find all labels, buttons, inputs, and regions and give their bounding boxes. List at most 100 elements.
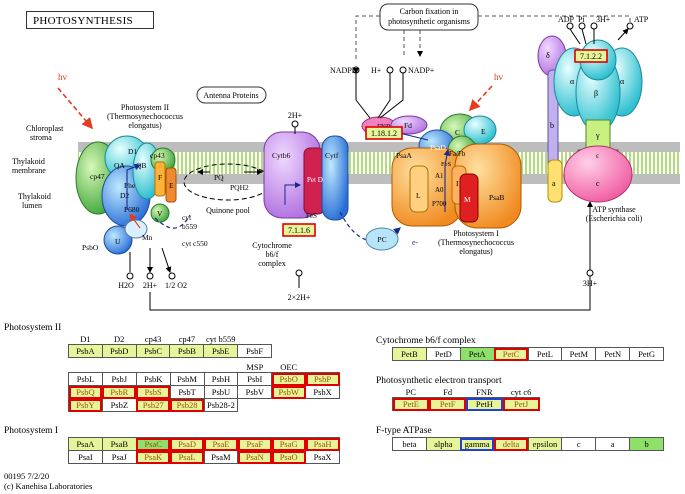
psii2-header-3: [170, 362, 204, 373]
gene-psbc[interactable]: PsbC: [135, 344, 171, 358]
gene-psbs[interactable]: PsbS: [135, 385, 171, 399]
gene-psbm[interactable]: PsbM: [169, 372, 205, 386]
atp-epsilon-label: ε: [596, 152, 599, 160]
gene-psaj[interactable]: PsaJ: [101, 450, 137, 464]
ec-7.1.1.6[interactable]: 7.1.1.6: [282, 223, 316, 237]
gene-psbj[interactable]: PsbJ: [101, 372, 137, 386]
gene-psai[interactable]: PsaI: [68, 450, 103, 464]
psii-psbo-label: PsbO: [82, 243, 99, 252]
gene-psbx[interactable]: PsbX: [305, 385, 340, 399]
pet-header-1: Fd: [443, 387, 453, 397]
gene-peth[interactable]: PetH: [465, 397, 504, 411]
gene-petb[interactable]: PetB: [392, 347, 427, 361]
gene-psbt[interactable]: PsbT: [169, 385, 205, 399]
photosystem-i[interactable]: FNR Fd PsaD C E Fa/Fb PsaA L A1 A0 P700 …: [361, 113, 522, 229]
psii2-header-6: OEC: [280, 362, 298, 372]
cytochrome-b6f-complex[interactable]: Cytb6 Pet D Cytf FeS: [263, 131, 349, 221]
photosystem-ii[interactable]: Photosystem II (Thermosynechococcus elon…: [75, 103, 183, 255]
gene-psax[interactable]: PsaX: [305, 450, 340, 464]
gene-delta[interactable]: delta: [493, 437, 529, 451]
atp-alpha-label-2: α: [620, 77, 625, 86]
ec-7.1.2.2[interactable]: 7.1.2.2: [574, 49, 608, 63]
plastocyanin[interactable]: PC: [365, 227, 399, 251]
gene-petd[interactable]: PetD: [425, 347, 461, 361]
title-box[interactable]: PHOTOSYNTHESIS: [26, 11, 154, 29]
membrane-label-2: membrane: [12, 166, 46, 175]
gene-psbb[interactable]: PsbB: [169, 344, 205, 358]
gene-psae[interactable]: PsaE: [203, 437, 239, 451]
ec-1.18.1.2[interactable]: 1.18.1.2: [365, 126, 403, 140]
gene-peta[interactable]: PetA: [459, 347, 495, 361]
psii-cp43-label: cp43: [150, 151, 165, 160]
gene-c[interactable]: c: [561, 437, 597, 451]
gene-psal[interactable]: PsaL: [169, 450, 205, 464]
gene-gamma[interactable]: gamma: [459, 437, 495, 451]
pqh2-label: PQH2: [230, 183, 249, 192]
gene-psab[interactable]: PsaB: [101, 437, 137, 451]
gene-psag[interactable]: PsaG: [271, 437, 307, 451]
gene-petg[interactable]: PetG: [629, 347, 664, 361]
gene-psby[interactable]: PsbY: [68, 398, 103, 412]
gene-psbu[interactable]: PsbU: [203, 385, 239, 399]
gene-petc[interactable]: PetC: [493, 347, 529, 361]
gene-psak[interactable]: PsaK: [135, 450, 171, 464]
gene-psah[interactable]: PsaH: [305, 437, 340, 451]
gene-psbr[interactable]: PsbR: [101, 385, 137, 399]
carbon-fixation-link[interactable]: Carbon fixation in photosynthetic organi…: [379, 3, 479, 31]
psai-label: I: [456, 179, 459, 188]
gene-psac[interactable]: PsaC: [135, 437, 171, 451]
gene-psbi[interactable]: PsbI: [237, 372, 273, 386]
psii-phe-label: Phe: [124, 181, 136, 190]
gene-psb28[interactable]: Psb28: [169, 398, 205, 412]
gene-psao[interactable]: PsaO: [271, 450, 307, 464]
gene-psbq[interactable]: PsbQ: [68, 385, 103, 399]
psi-title: Photosystem I: [453, 229, 499, 238]
gene-b[interactable]: b: [629, 437, 664, 451]
gene-psaf[interactable]: PsaF: [237, 437, 273, 451]
gene-petj[interactable]: PetJ: [502, 397, 540, 411]
gene-pete[interactable]: PetE: [392, 397, 430, 411]
gene-psbz[interactable]: PsbZ: [101, 398, 137, 412]
psii-d2-label: D2: [120, 191, 129, 200]
half-o2-label: 1/2 O2: [165, 281, 187, 290]
gene-psb28-2[interactable]: Psb28-2: [203, 398, 239, 412]
gene-alpha[interactable]: alpha: [425, 437, 461, 451]
psii-v-label: V: [157, 209, 163, 218]
gene-psba[interactable]: PsbA: [68, 344, 103, 358]
atp-alpha-label-1: α: [570, 77, 575, 86]
gene-psam[interactable]: PsaM: [203, 450, 239, 464]
gene-petl[interactable]: PetL: [527, 347, 563, 361]
gene-psbw[interactable]: PsbW: [271, 385, 307, 399]
gene-psbk[interactable]: PsbK: [135, 372, 171, 386]
gene-psbf[interactable]: PsbF: [237, 344, 272, 358]
antenna-proteins-link[interactable]: Antenna Proteins: [196, 86, 267, 104]
gene-psaa[interactable]: PsaA: [68, 437, 103, 451]
gene-petm[interactable]: PetM: [561, 347, 597, 361]
gene-psan[interactable]: PsaN: [237, 450, 273, 464]
membrane-label-1: Thylakoid: [12, 157, 45, 166]
gene-psbe[interactable]: PsbE: [203, 344, 239, 358]
gene-psbp[interactable]: PsbP: [305, 372, 340, 386]
hplus-label: H+: [371, 66, 382, 75]
gene-psad[interactable]: PsaD: [169, 437, 205, 451]
gene-beta[interactable]: beta: [392, 437, 427, 451]
gene-petf[interactable]: PetF: [428, 397, 467, 411]
psii-title: Photosystem II: [121, 103, 170, 112]
gene-psb27[interactable]: Psb27: [135, 398, 171, 412]
two-h-bottom-label: 2H+: [143, 281, 158, 290]
gene-psbv[interactable]: PsbV: [237, 385, 273, 399]
gene-psbl[interactable]: PsbL: [68, 372, 103, 386]
gene-petn[interactable]: PetN: [595, 347, 631, 361]
gene-psbd[interactable]: PsbD: [101, 344, 137, 358]
two-x-2h-label: 2×2H+: [288, 293, 311, 302]
gene-psbo[interactable]: PsbO: [271, 372, 307, 386]
gene-epsilon[interactable]: epsilon: [527, 437, 563, 451]
gene-psbh[interactable]: PsbH: [203, 372, 239, 386]
a0-label: A0: [435, 186, 444, 194]
gene-a[interactable]: a: [595, 437, 631, 451]
